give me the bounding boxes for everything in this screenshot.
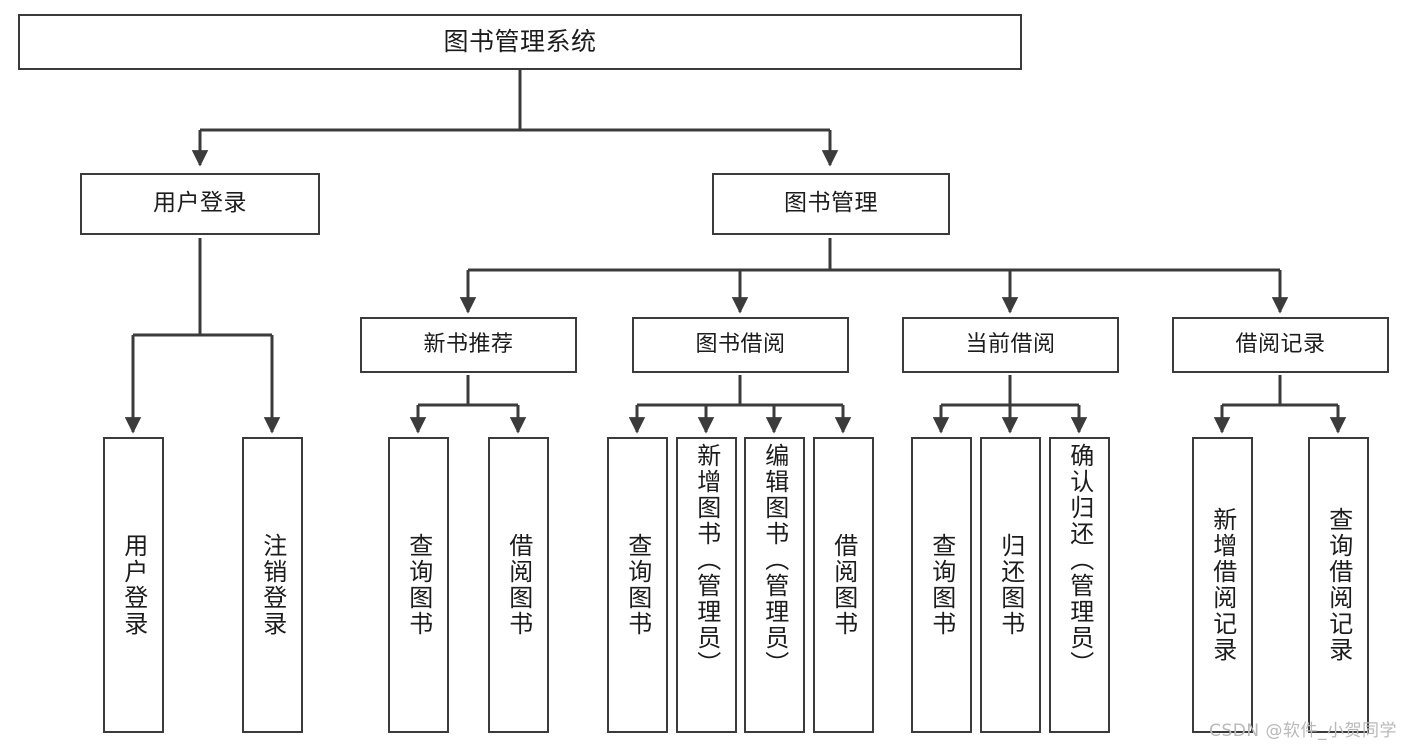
node-leaf-user-logout-label: 注销登录 — [258, 533, 287, 637]
node-leaf-user-logout[interactable]: 注销登录 — [242, 437, 303, 733]
node-leaf-borrow-book-2[interactable]: 借阅图书 — [813, 437, 874, 733]
node-book-borrow[interactable]: 图书借阅 — [632, 317, 849, 373]
node-leaf-borrow-book-2-label: 借阅图书 — [829, 533, 858, 637]
node-leaf-confirm-return-label: 确认归还（管理员） — [1065, 443, 1094, 677]
node-leaf-edit-book-label: 编辑图书（管理员） — [760, 443, 789, 677]
node-current-borrow[interactable]: 当前借阅 — [902, 317, 1119, 373]
node-leaf-add-book-label: 新增图书（管理员） — [692, 443, 721, 677]
node-book-manage[interactable]: 图书管理 — [712, 173, 950, 235]
node-root[interactable]: 图书管理系统 — [18, 14, 1022, 70]
node-new-book-recommend[interactable]: 新书推荐 — [360, 317, 577, 373]
node-leaf-return-book-label: 归还图书 — [996, 533, 1025, 637]
node-leaf-add-record-label: 新增借阅记录 — [1208, 507, 1237, 663]
node-user-login[interactable]: 用户登录 — [80, 173, 320, 235]
node-leaf-query-record-label: 查询借阅记录 — [1324, 507, 1353, 663]
node-leaf-query-book-1-label: 查询图书 — [404, 533, 433, 637]
node-book-manage-label: 图书管理 — [784, 190, 878, 217]
node-root-label: 图书管理系统 — [443, 27, 597, 57]
node-leaf-query-book-2[interactable]: 查询图书 — [607, 437, 668, 733]
node-leaf-edit-book[interactable]: 编辑图书（管理员） — [744, 437, 805, 733]
node-leaf-borrow-book-1[interactable]: 借阅图书 — [488, 437, 549, 733]
node-leaf-query-book-3[interactable]: 查询图书 — [911, 437, 972, 733]
node-new-book-recommend-label: 新书推荐 — [423, 332, 514, 358]
node-leaf-add-book[interactable]: 新增图书（管理员） — [676, 437, 737, 733]
node-book-borrow-label: 图书借阅 — [695, 332, 786, 358]
node-user-login-label: 用户登录 — [153, 190, 247, 217]
node-leaf-confirm-return[interactable]: 确认归还（管理员） — [1049, 437, 1110, 733]
node-leaf-query-record[interactable]: 查询借阅记录 — [1308, 437, 1369, 733]
node-leaf-user-login-label: 用户登录 — [119, 533, 148, 637]
node-current-borrow-label: 当前借阅 — [965, 332, 1056, 358]
node-borrow-record-label: 借阅记录 — [1235, 332, 1326, 358]
watermark: CSDN @软件_小贺同学 — [1209, 721, 1397, 741]
node-leaf-return-book[interactable]: 归还图书 — [980, 437, 1041, 733]
node-leaf-borrow-book-1-label: 借阅图书 — [504, 533, 533, 637]
node-leaf-query-book-2-label: 查询图书 — [623, 533, 652, 637]
node-leaf-query-book-3-label: 查询图书 — [927, 533, 956, 637]
node-leaf-query-book-1[interactable]: 查询图书 — [388, 437, 449, 733]
node-leaf-user-login[interactable]: 用户登录 — [103, 437, 164, 733]
node-leaf-add-record[interactable]: 新增借阅记录 — [1192, 437, 1253, 733]
node-borrow-record[interactable]: 借阅记录 — [1172, 317, 1389, 373]
